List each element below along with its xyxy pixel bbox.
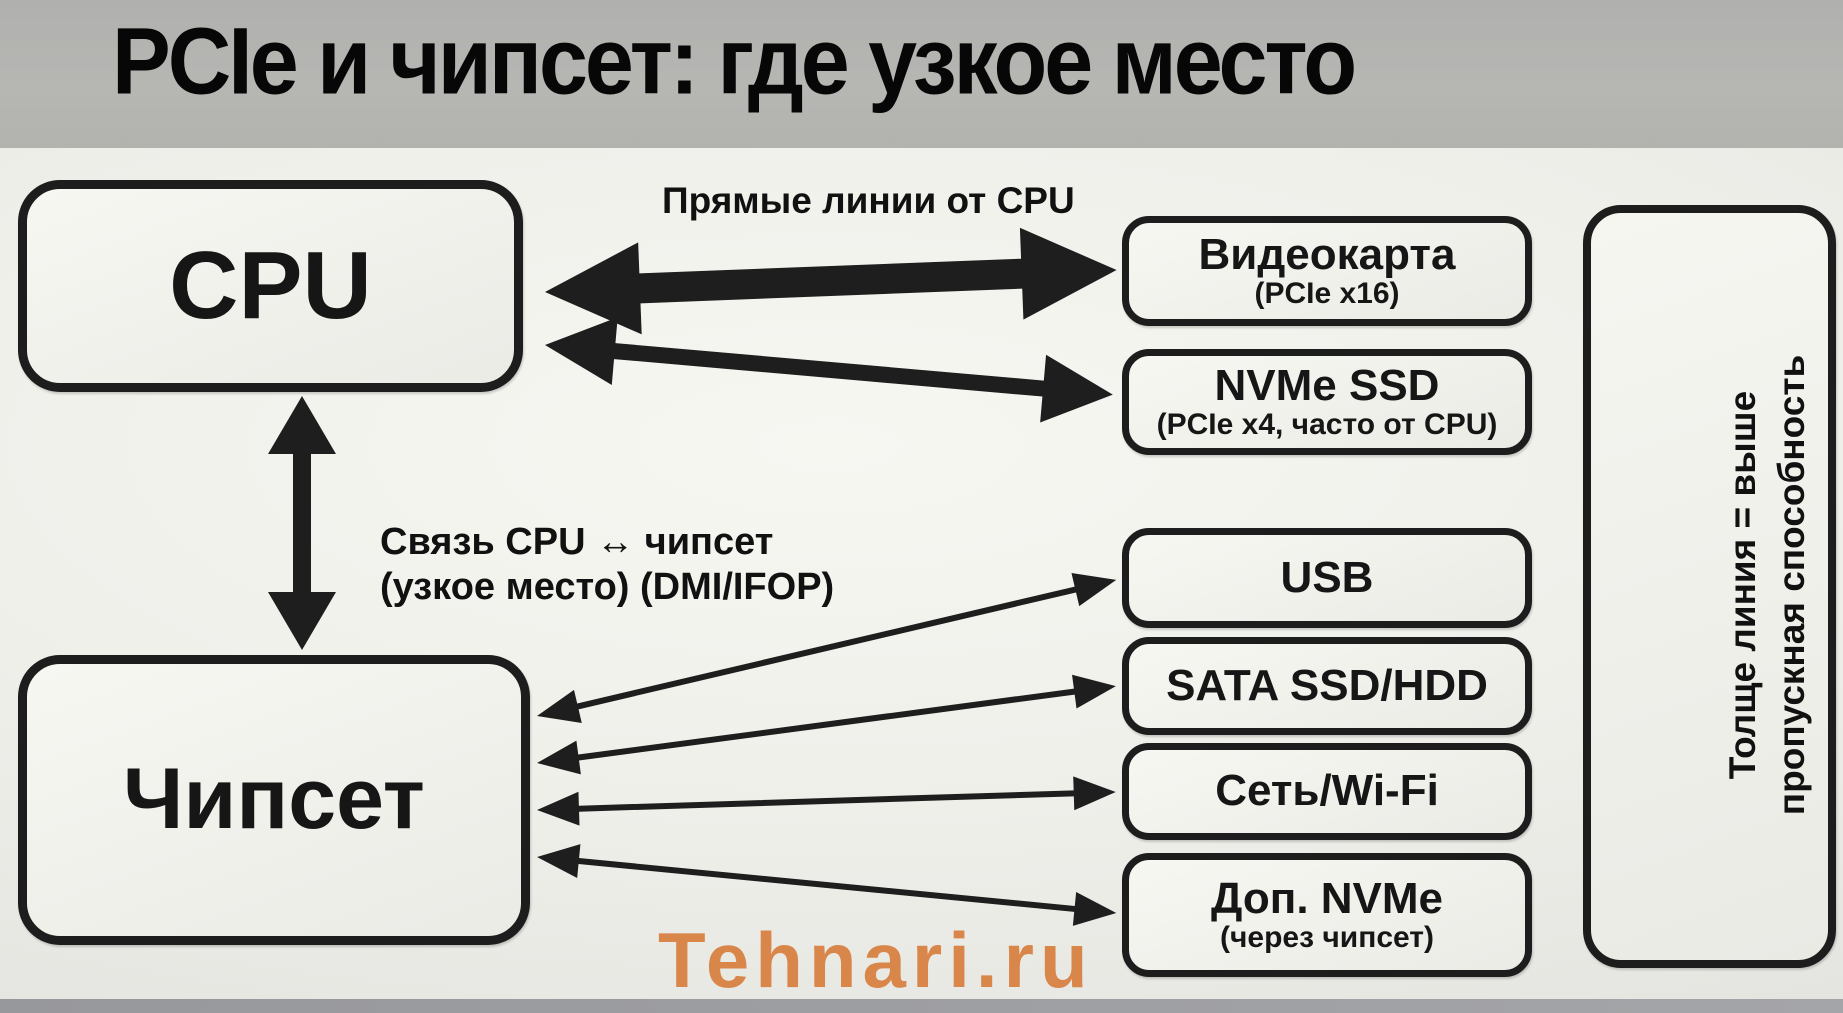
network-title: Сеть/Wi-Fi: [1215, 766, 1439, 816]
watermark: Tehnari.ru: [658, 916, 1094, 1004]
bandwidth-legend-panel: [1583, 205, 1836, 968]
sata-title: SATA SSD/HDD: [1166, 660, 1488, 710]
chipset-label: Чипсет: [123, 751, 425, 848]
sata-node: SATA SSD/HDD: [1122, 637, 1532, 735]
cpu-chipset-arrow: [268, 396, 336, 650]
diagram-stage: CPU Чипсет Прямые линии от CPU Связь CPU…: [0, 148, 1843, 1004]
direct-lines-label: Прямые линии от CPU: [662, 180, 1075, 221]
extra-nvme-node: Доп. NVMe (через чипсет): [1122, 853, 1532, 977]
cpu-nvme-arrow: [545, 317, 1113, 423]
chipset-network-arrow: [537, 776, 1116, 826]
bandwidth-legend-line2: пропускная способность: [1771, 354, 1812, 816]
extra-nvme-title: Доп. NVMe: [1210, 874, 1444, 924]
usb-node: USB: [1122, 528, 1532, 628]
bandwidth-legend-line1: Толще линия = выше: [1722, 390, 1764, 780]
gpu-node: Видеокарта (PCIe x16): [1122, 216, 1532, 326]
nvme-node: NVMe SSD (PCIe x4, часто от CPU): [1122, 349, 1532, 455]
nvme-title: NVMe SSD: [1214, 361, 1440, 411]
cpu-node: CPU: [18, 180, 523, 392]
cpu-chipset-link-label: Связь CPU ↔ чипсет (узкое место) (DMI/IF…: [380, 520, 834, 610]
chipset-sata-arrow: [537, 674, 1116, 775]
cpu-chipset-link-line2: (узкое место) (DMI/IFOP): [380, 565, 835, 608]
cpu-chipset-link-line1: Связь CPU ↔ чипсет: [380, 521, 774, 563]
usb-title: USB: [1280, 552, 1374, 602]
gpu-title: Видеокарта: [1198, 230, 1456, 280]
bandwidth-legend-text: Толще линия = выше пропускная способност…: [1710, 215, 1826, 955]
nvme-subtitle: (PCIe x4, часто от CPU): [1156, 408, 1498, 442]
network-node: Сеть/Wi-Fi: [1122, 743, 1532, 840]
cpu-label: CPU: [169, 232, 372, 340]
chipset-node: Чипсет: [18, 655, 530, 945]
bottom-strip: [0, 999, 1843, 1013]
title-band: PCIe и чипсет: где узкое место: [0, 0, 1843, 148]
cpu-gpu-arrow: [545, 227, 1117, 335]
extra-nvme-subtitle: (через чипсет): [1220, 921, 1434, 955]
page-title: PCIe и чипсет: где узкое место: [112, 7, 1357, 115]
gpu-subtitle: (PCIe x16): [1254, 277, 1400, 311]
